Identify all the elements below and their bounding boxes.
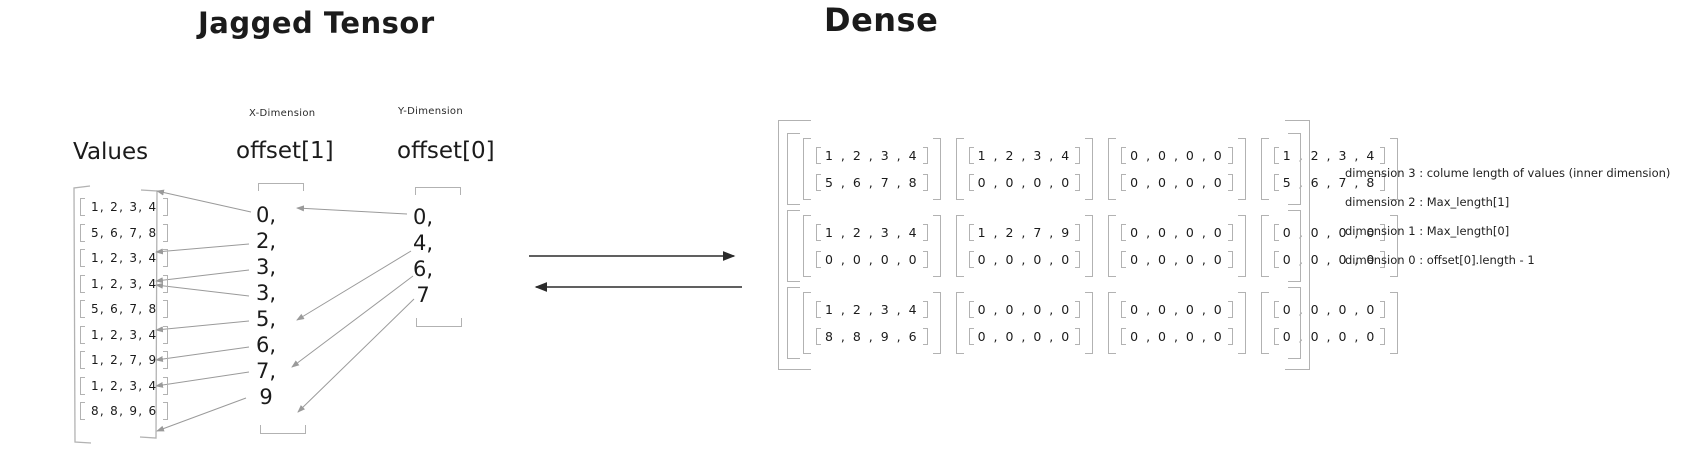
- matrix-row: 1 , 2 , 3 , 4: [1273, 146, 1386, 165]
- dense-matrix: 1 , 2 , 3 , 4 5 , 6 , 7 , 8: [803, 137, 941, 201]
- offset1-label: offset[1]: [236, 138, 334, 164]
- values-row: 1, 2, 3, 4: [80, 274, 169, 294]
- arrow-offset0-0: [296, 205, 408, 215]
- matrix-row: 0 , 0 , 0 , 0: [1273, 300, 1386, 319]
- matrix-row: 0 , 0 , 0 , 0: [1121, 223, 1233, 242]
- arrow-offset1-6: [155, 346, 250, 363]
- offset1-item: 3,: [255, 281, 277, 305]
- dense-matrix: 1 , 2 , 7 , 9 0 , 0 , 0 , 0: [955, 214, 1094, 278]
- matrix-row: 1 , 2 , 3 , 4: [968, 146, 1081, 165]
- offset0-label: offset[0]: [397, 138, 495, 164]
- arrow-offset0-6: [291, 275, 414, 368]
- annotation-dimension-3: dimension 3 : colume length of values (i…: [1345, 166, 1671, 180]
- y-dimension-label: Y-Dimension: [398, 106, 463, 117]
- offset1-item: 9: [259, 385, 273, 409]
- offset1-item: 6,: [255, 333, 277, 357]
- offset1-item: 0,: [255, 203, 277, 227]
- matrix-row: 0 , 0 , 0 , 0: [1121, 300, 1233, 319]
- offset0-item: 6,: [412, 257, 434, 281]
- arrow-offset1-3a: [155, 269, 250, 284]
- matrix-row: 0 , 0 , 0 , 0: [968, 300, 1081, 319]
- dense-matrix: 0 , 0 , 0 , 0 0 , 0 , 0 , 0: [1108, 214, 1246, 278]
- arrow-offset0-7: [297, 298, 415, 413]
- x-dimension-label: X-Dimension: [249, 108, 316, 119]
- matrix-row: 0 , 0 , 0 , 0: [968, 327, 1081, 346]
- dense-matrix: 0 , 0 , 0 , 0 0 , 0 , 0 , 0: [955, 291, 1094, 355]
- offset0-item: 0,: [412, 205, 434, 229]
- dense-matrix: 0 , 0 , 0 , 0 0 , 0 , 0 , 0: [1108, 137, 1246, 201]
- values-row: 1, 2, 3, 4: [80, 325, 169, 345]
- dense-batch-row: 1 , 2 , 3 , 4 8 , 8 , 9 , 6 0 , 0 , 0 , …: [787, 286, 1398, 360]
- offset1-item: 7,: [255, 359, 277, 383]
- matrix-row: 0 , 0 , 0 , 0: [968, 250, 1081, 269]
- values-row: 1, 2, 3, 4: [80, 376, 169, 396]
- arrow-offset1-0: [156, 189, 252, 213]
- matrix-row: 0 , 0 , 0 , 0: [1121, 327, 1233, 346]
- dense-matrix: 1 , 2 , 3 , 4 0 , 0 , 0 , 0: [803, 214, 941, 278]
- matrix-row: 1 , 2 , 3 , 4: [816, 300, 928, 319]
- arrow-offset1-2: [155, 243, 250, 255]
- matrix-row: 8 , 8 , 9 , 6: [816, 327, 928, 346]
- matrix-row: 1 , 2 , 3 , 4: [816, 223, 928, 242]
- offset1-item: 2,: [255, 229, 277, 253]
- annotation-dimension-1: dimension 1 : Max_length[0]: [1345, 224, 1510, 238]
- dense-matrix: 0 , 0 , 0 , 0 0 , 0 , 0 , 0: [1260, 291, 1399, 355]
- matrix-row: 5 , 6 , 7 , 8: [816, 173, 928, 192]
- values-row: 5, 6, 7, 8: [80, 223, 169, 243]
- values-label: Values: [73, 139, 149, 165]
- matrix-row: 0 , 0 , 0 , 0: [1121, 173, 1233, 192]
- arrow-offset1-3b: [155, 282, 250, 297]
- arrow-offset1-9: [156, 397, 247, 432]
- values-row: 1, 2, 3, 4: [80, 197, 169, 217]
- values-row: 1, 2, 7, 9: [80, 350, 169, 370]
- matrix-row: 0 , 0 , 0 , 0: [1273, 327, 1386, 346]
- dense-tensor: 1 , 2 , 3 , 4 5 , 6 , 7 , 8 1 , 2 , 3 , …: [778, 120, 1398, 370]
- offset1-column: 0, 2, 3, 3, 5, 6, 7, 9: [243, 202, 289, 410]
- arrow-offset1-5: [155, 320, 250, 333]
- offset1-item: 5,: [255, 307, 277, 331]
- matrix-row: 0 , 0 , 0 , 0: [968, 173, 1081, 192]
- offset0-to-offset1-arrows: [291, 205, 415, 413]
- offset0-column: 0, 4, 6, 7: [400, 204, 446, 308]
- dense-matrix: 1 , 2 , 3 , 4 0 , 0 , 0 , 0: [955, 137, 1094, 201]
- values-row: 8, 8, 9, 6: [80, 401, 169, 421]
- arrow-offset1-7: [155, 371, 250, 388]
- values-row: 1, 2, 3, 4: [80, 248, 169, 268]
- offset0-item: 4,: [412, 231, 434, 255]
- offset1-top-bracket: [258, 183, 304, 191]
- offset0-bottom-bracket: [416, 318, 462, 327]
- dense-matrix: 0 , 0 , 0 , 0 0 , 0 , 0 , 0: [1108, 291, 1246, 355]
- matrix-row: 1 , 2 , 7 , 9: [968, 223, 1081, 242]
- matrix-row: 1 , 2 , 3 , 4: [816, 146, 928, 165]
- offset0-top-bracket: [415, 187, 461, 195]
- dense-title: Dense: [824, 1, 939, 39]
- dense-batch-row: 1 , 2 , 3 , 4 5 , 6 , 7 , 8 1 , 2 , 3 , …: [787, 132, 1398, 206]
- dimension-annotations: dimension 3 : colume length of values (i…: [1345, 165, 1670, 269]
- values-row: 5, 6, 7, 8: [80, 299, 169, 319]
- dense-batch-row: 1 , 2 , 3 , 4 0 , 0 , 0 , 0 1 , 2 , 7 , …: [787, 209, 1398, 283]
- matrix-row: 0 , 0 , 0 , 0: [816, 250, 928, 269]
- arrow-offset0-4: [296, 250, 412, 321]
- matrix-row: 0 , 0 , 0 , 0: [1121, 250, 1233, 269]
- offset1-bottom-bracket: [260, 425, 306, 434]
- offset1-item: 3,: [255, 255, 277, 279]
- jagged-tensor-title: Jagged Tensor: [198, 6, 435, 40]
- matrix-row: 0 , 0 , 0 , 0: [1121, 146, 1233, 165]
- offset0-item: 7: [416, 283, 430, 307]
- annotation-dimension-0: dimension 0 : offset[0].length - 1: [1345, 253, 1535, 267]
- conversion-arrows: [529, 251, 742, 292]
- values-column: 1, 2, 3, 4 5, 6, 7, 8 1, 2, 3, 4 1, 2, 3…: [80, 197, 169, 421]
- dense-matrix: 1 , 2 , 3 , 4 8 , 8 , 9 , 6: [803, 291, 941, 355]
- annotation-dimension-2: dimension 2 : Max_length[1]: [1345, 195, 1510, 209]
- offset1-to-values-arrows: [155, 189, 252, 432]
